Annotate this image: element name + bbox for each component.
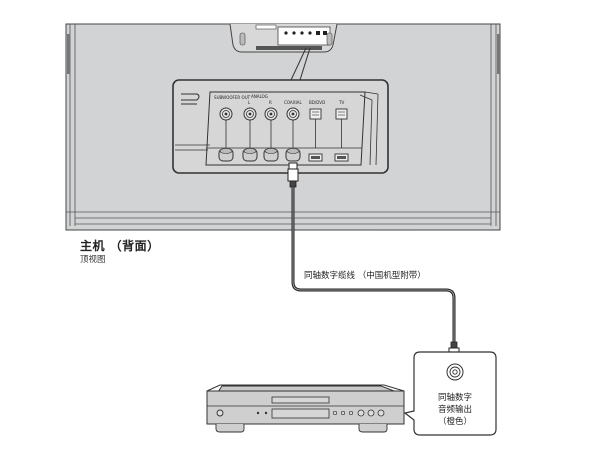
port-label-bd-dvd: BD/DVD [309, 101, 326, 106]
port-label-tv: TV [339, 101, 345, 106]
optical-port-bd-dvd [309, 108, 322, 148]
callout-line-1: 同轴数字 [437, 393, 472, 403]
output-callout [403, 351, 497, 436]
main-unit-subtitle: 顶视图 [80, 255, 106, 265]
port-panel-inset [172, 79, 389, 174]
rca-jack-analog-r [264, 107, 278, 148]
callout-line-2: 音频输出 [437, 405, 472, 415]
bottom-connector-row [218, 148, 349, 162]
port-label-analog-l: L [248, 101, 251, 106]
port-label-subwoofer: SUBWOOFER OUT [214, 96, 251, 101]
callout-text: 同轴数字 音频输出 （橙色） [415, 392, 495, 428]
rca-jack-coaxial [286, 107, 300, 148]
main-unit-title: 主机 （背面） [80, 239, 160, 253]
rca-jack-analog-l [243, 107, 257, 148]
port-label-analog-r: R [269, 101, 272, 106]
disc-player [206, 384, 405, 433]
rear-recess [229, 23, 338, 81]
optical-port-tv [335, 108, 348, 148]
cable-label: 同轴数字缆线 （中国机型附带） [304, 271, 426, 281]
rca-jack-subwoofer [219, 107, 233, 148]
callout-line-3: （橙色） [437, 417, 472, 427]
port-label-coaxial: COAXIAL [284, 101, 302, 106]
port-label-analog-group: ANALOG [251, 95, 268, 100]
